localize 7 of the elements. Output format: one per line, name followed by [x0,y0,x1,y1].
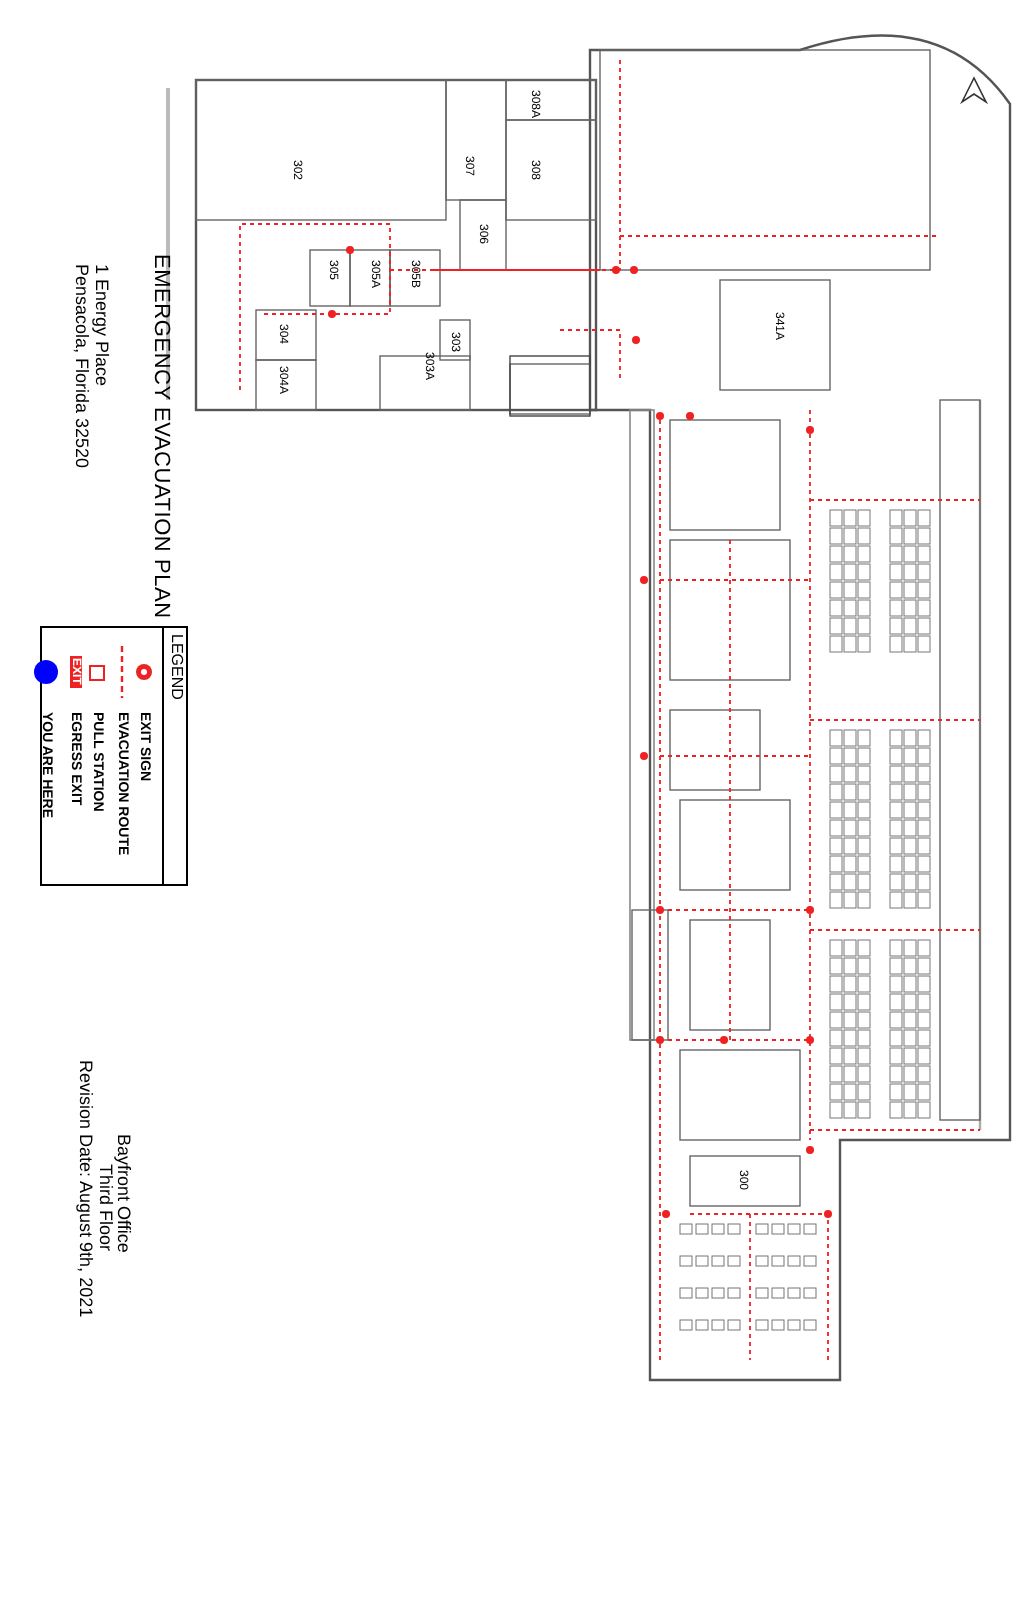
plan-title: EMERGENCY EVACUATION PLAN [147,254,175,619]
floor-name: Third Floor [96,1164,114,1252]
building-name: Bayfront Office [114,1134,132,1253]
address-line: 1 Energy Place [92,264,110,387]
address-line: Pensacola, Florida 32520 [72,264,90,469]
revision-date: Revision Date: August 9th, 2021 [76,1060,94,1318]
legend-title: LEGEND [168,634,184,700]
